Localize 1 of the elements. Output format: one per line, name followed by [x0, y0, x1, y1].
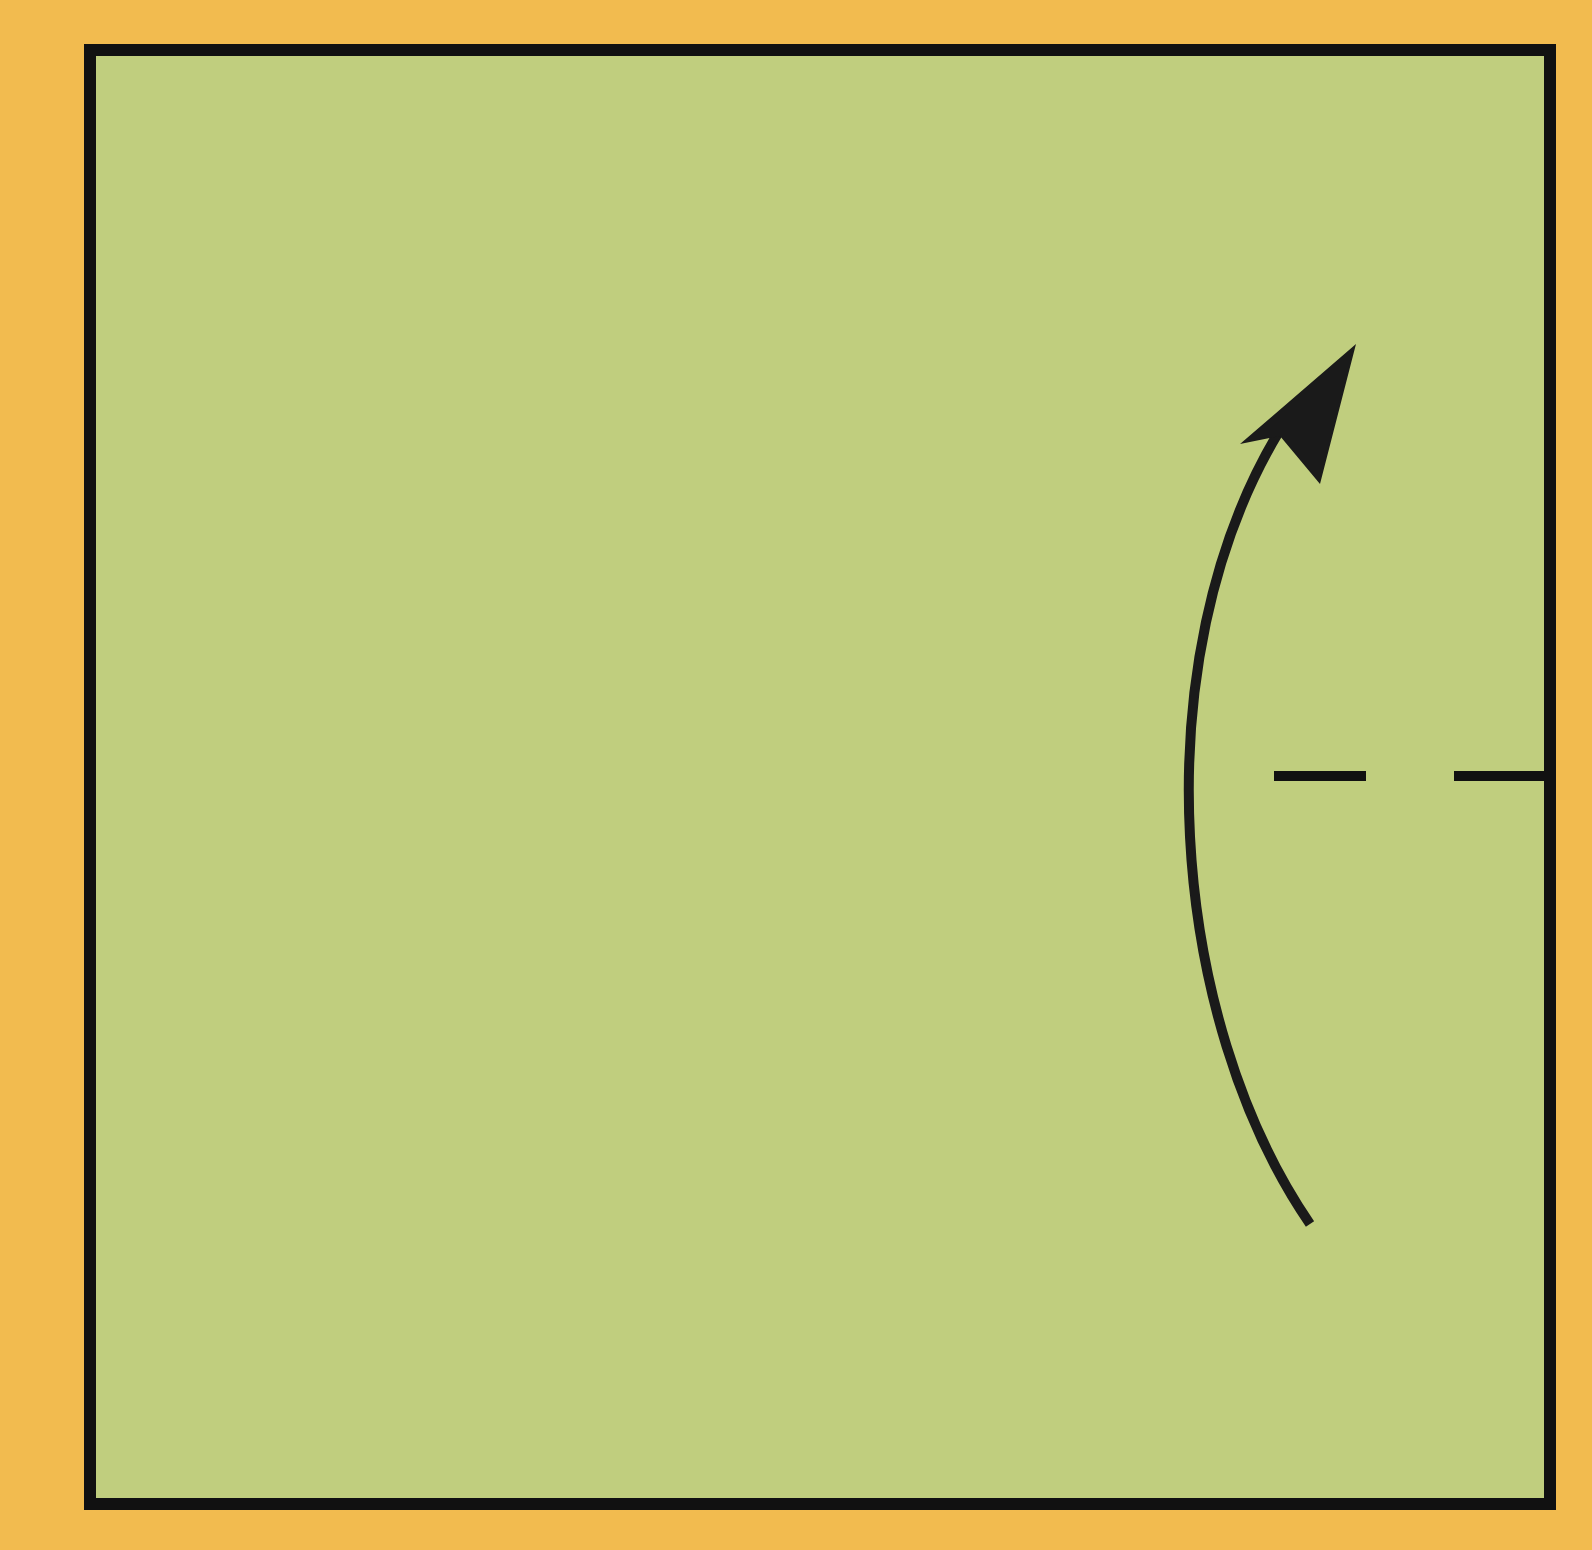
paper-square [84, 44, 1556, 1510]
